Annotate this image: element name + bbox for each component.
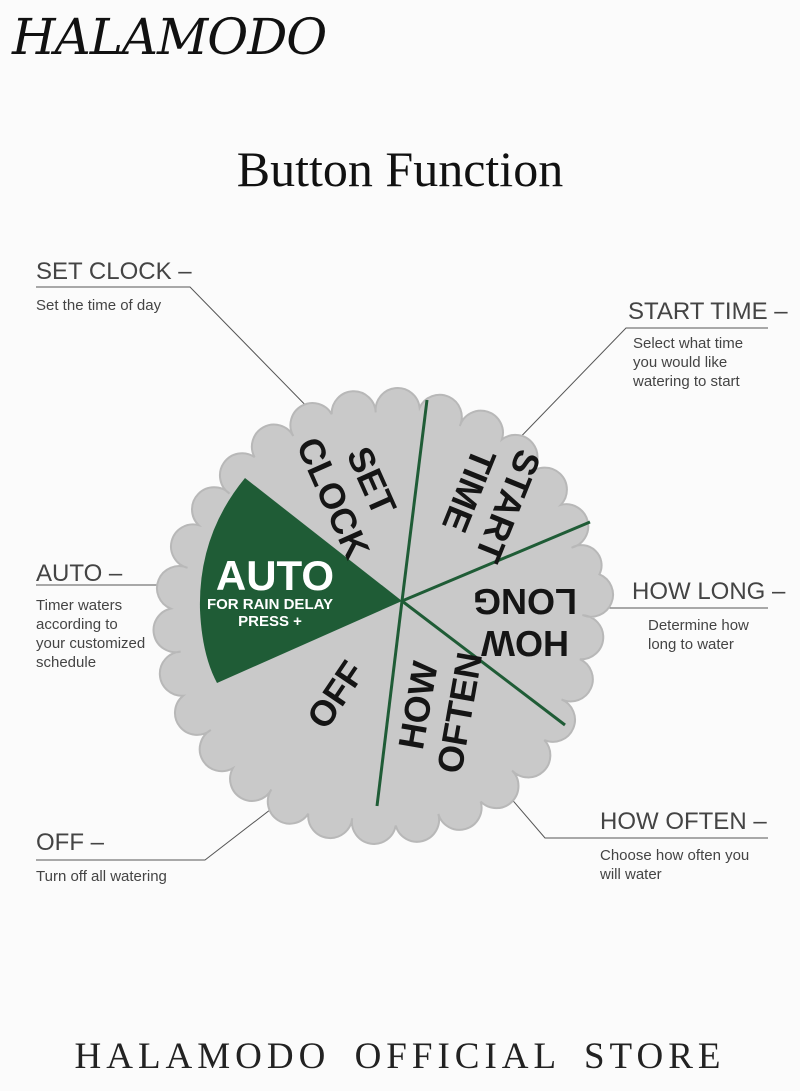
- segment-auto-sub2: PRESS +: [238, 613, 302, 630]
- callout-start-time-title: START TIME –: [628, 298, 788, 325]
- segment-how-long-line2: LONG: [473, 581, 577, 622]
- callout-auto: AUTO – Timer waters according to your cu…: [36, 560, 145, 672]
- divider-set-start: [400, 399, 429, 602]
- callout-start-time-desc-line: you would like: [633, 354, 728, 371]
- callout-how-long: HOW LONG – Determine how long to water: [632, 578, 785, 654]
- callout-how-often-title: HOW OFTEN –: [600, 808, 767, 835]
- segment-auto-sub1: FOR RAIN DELAY: [207, 596, 333, 613]
- callout-start-time-desc-line: watering to start: [633, 373, 740, 390]
- callout-how-often-desc-line: will water: [600, 866, 662, 883]
- segment-how-long-line1: HOW: [481, 623, 569, 664]
- callout-off-title: OFF –: [36, 829, 105, 856]
- callout-set-clock: SET CLOCK – Set the time of day: [36, 258, 192, 315]
- callout-how-long-title: HOW LONG –: [632, 578, 786, 605]
- callout-auto-title: AUTO –: [36, 560, 123, 587]
- store-footer: HALAMODO OFFICIAL STORE: [74, 1036, 726, 1077]
- page-title: Button Function: [236, 141, 564, 197]
- segment-auto: AUTO: [216, 552, 334, 599]
- callout-how-often-desc-line: Choose how often you: [600, 847, 750, 864]
- divider-start-long: [401, 520, 591, 603]
- callout-how-long-desc-line: long to water: [648, 636, 734, 653]
- auto-segment: [199, 478, 402, 683]
- callout-auto-desc-line: according to: [36, 616, 118, 633]
- callout-off: OFF – Turn off all watering: [36, 829, 167, 886]
- callout-off-desc-line: Turn off all watering: [36, 868, 167, 885]
- divider-often-off: [375, 600, 404, 807]
- callout-auto-desc-line: Timer waters: [36, 597, 123, 614]
- callout-start-time-desc-line: Select what time: [633, 335, 744, 352]
- callout-set-clock-desc-line: Set the time of day: [36, 297, 162, 314]
- callout-set-clock-title: SET CLOCK –: [36, 258, 192, 285]
- callout-how-long-desc-line: Determine how: [648, 617, 749, 634]
- callout-auto-desc-line: schedule: [36, 654, 97, 671]
- divider-long-often: [401, 599, 566, 727]
- leader-line-set-clock: [36, 286, 319, 419]
- callout-how-often: HOW OFTEN – Choose how often you will wa…: [600, 808, 767, 884]
- callout-auto-desc-line: your customized: [36, 635, 146, 652]
- leader-line-start-time: [507, 327, 768, 451]
- callout-start-time: START TIME – Select what time you would …: [628, 298, 788, 391]
- brand-logo: HALAMODO: [12, 8, 327, 66]
